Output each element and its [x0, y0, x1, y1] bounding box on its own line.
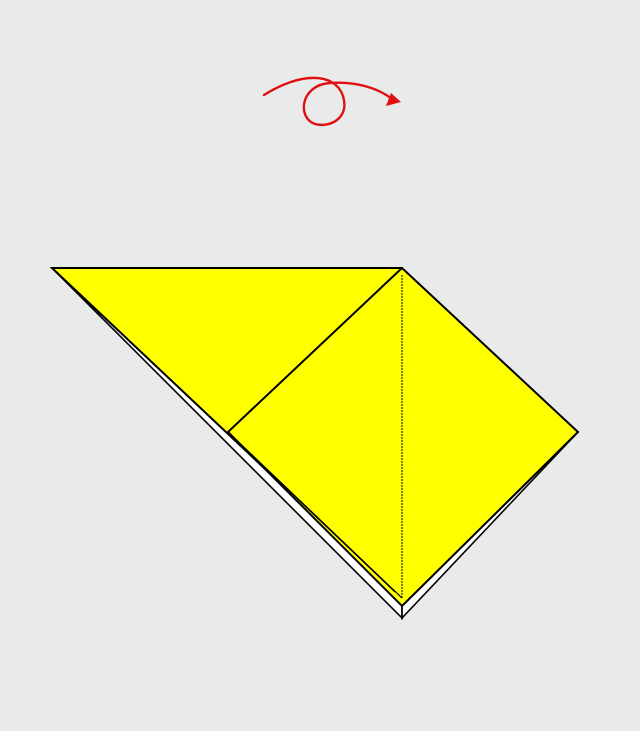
arrow-head: [386, 93, 401, 106]
turn-over-arrow-icon: [262, 76, 401, 127]
arrow-curve: [262, 76, 394, 127]
layer-edge-line-2: [241, 445, 396, 593]
